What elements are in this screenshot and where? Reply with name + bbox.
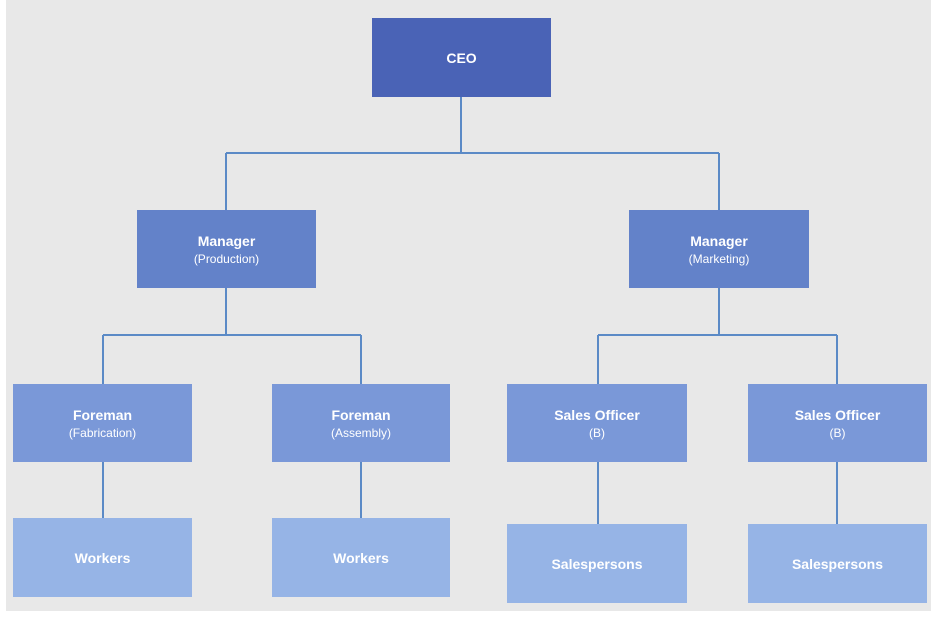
salespersons-1-title: Salespersons [551,555,643,572]
foreman-assembly-subtitle: (Assembly) [330,425,391,440]
salespersons-2-title: Salespersons [791,555,884,572]
manager-marketing-box: Manager (Marketing) [629,210,809,288]
org-chart [6,0,931,611]
ceo-title: CEO [446,49,477,66]
sales-officer-2-subtitle: (B) [829,425,846,440]
foreman-assembly-box: Foreman (Assembly) [272,384,450,462]
salespersons-2-box: Salespersons [748,524,927,603]
manager-production-title: Manager [197,232,256,249]
manager-marketing-title: Manager [690,232,748,249]
sales-officer-2-title: Sales Officer [794,406,881,423]
foreman-assembly-title: Foreman [331,406,391,423]
manager-production-subtitle: (Production) [193,251,260,266]
workers-1-box: Workers [13,518,192,597]
foreman-fabrication-box: Foreman (Fabrication) [13,384,192,462]
manager-marketing-subtitle: (Marketing) [688,251,750,266]
sales-officer-2-box: Sales Officer (B) [748,384,927,462]
manager-production-box: Manager (Production) [137,210,316,288]
workers-1-title: Workers [74,549,131,566]
foreman-fabrication-title: Foreman [72,406,133,423]
sales-officer-1-subtitle: (B) [589,425,605,440]
salespersons-1-box: Salespersons [507,524,687,603]
ceo-box: CEO [372,18,551,97]
sales-officer-1-box: Sales Officer (B) [507,384,687,462]
workers-2-title: Workers [333,549,389,566]
sales-officer-1-title: Sales Officer [554,406,640,423]
workers-2-box: Workers [272,518,450,597]
foreman-fabrication-subtitle: (Fabrication) [68,425,137,440]
